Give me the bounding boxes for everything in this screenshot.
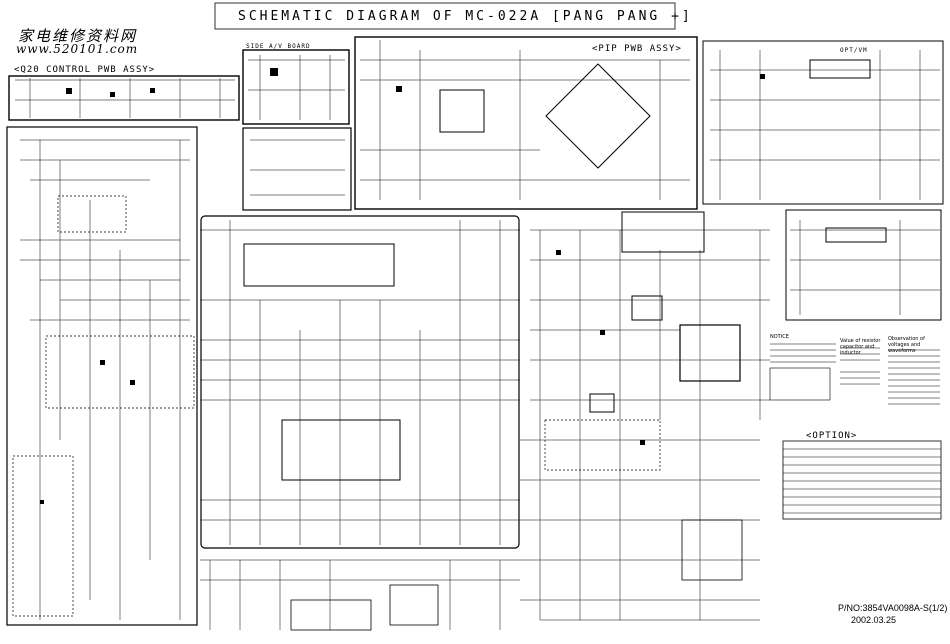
wiring	[15, 40, 940, 630]
section-label-opt-vm: OPT/VM	[840, 47, 868, 54]
option-table-rows	[783, 448, 941, 514]
section-label-option: <OPTION>	[806, 431, 858, 441]
opt-ic	[809, 59, 871, 79]
pip-box	[354, 36, 698, 210]
page-title: SCHEMATIC DIAGRAM OF MC-022A [PANG PANG …	[238, 9, 693, 24]
title-frame	[214, 2, 676, 30]
section-label-pip: <PIP PWB ASSY>	[592, 44, 682, 54]
side-av-box	[242, 49, 350, 125]
notice-observation-heading: Observation of voltages and waveforms	[888, 336, 925, 354]
main-video-ic	[281, 419, 401, 481]
q20-control-box	[8, 75, 240, 121]
notice-small-box	[769, 367, 831, 401]
notice-text-lines	[770, 343, 940, 405]
right-aux-box	[785, 209, 942, 321]
control-row-box	[242, 127, 352, 211]
watermark-url: www.520101.com	[16, 42, 139, 56]
option-table	[782, 440, 942, 520]
power-ic-2	[589, 393, 615, 413]
notice-value-heading: Value of resistor capacitor and inductor	[840, 338, 881, 356]
right-aux-ic	[825, 227, 887, 243]
pip-ic-1	[439, 89, 485, 133]
power-ic-3	[631, 295, 663, 321]
control-left-box	[6, 126, 198, 626]
section-label-side-av: SIDE A/V BOARD	[246, 43, 311, 50]
watermark-chinese: 家电维修资料网	[18, 27, 138, 45]
option-dotted-box-4	[57, 195, 127, 233]
main-micro-ic	[243, 243, 395, 287]
power-ic-box	[679, 324, 741, 382]
component-ticks	[40, 68, 765, 504]
option-dotted-box-2	[12, 455, 74, 617]
connector-box	[290, 599, 372, 631]
part-number: P/NO:3854VA0098A-S(1/2)	[838, 603, 948, 613]
option-dotted-box-3	[544, 419, 661, 471]
opt-vm-box	[702, 40, 944, 205]
connector-box-2	[389, 584, 439, 626]
deflection-box	[681, 519, 743, 581]
notice-heading: NOTICE	[770, 334, 789, 340]
sub-box-top	[621, 211, 705, 253]
section-label-q20: <Q20 CONTROL PWB ASSY>	[14, 65, 156, 75]
pip-ic-diamond	[545, 63, 651, 169]
revision-date: 2002.03.25	[851, 615, 897, 625]
main-ic-block	[200, 215, 520, 549]
